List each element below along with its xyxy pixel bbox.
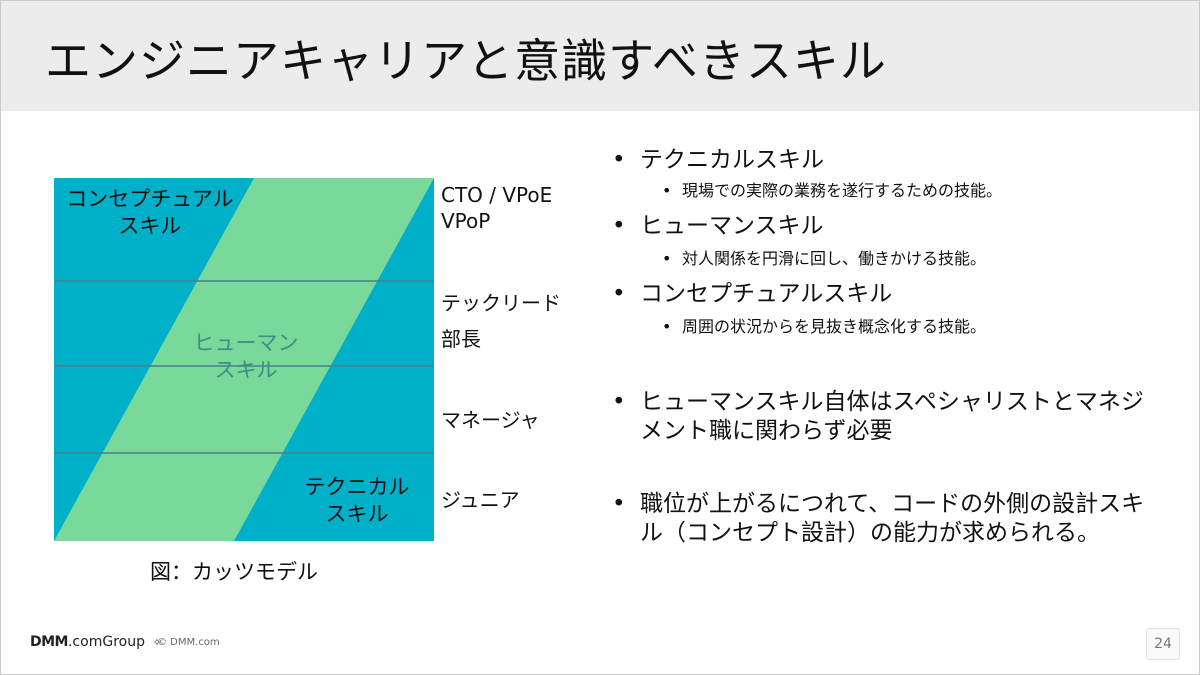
page-number: 24 — [1146, 628, 1180, 660]
katz-model-graphic — [54, 178, 434, 541]
diagram-caption: 図：カッツモデル — [150, 560, 318, 584]
bullet-dot-icon: • — [662, 181, 672, 200]
logo-dmm-text: DMM — [30, 634, 68, 650]
bullet-text: ヒューマンスキル — [640, 213, 824, 239]
bullet-dot-icon: • — [612, 147, 626, 173]
technical-skill-label: テクニカルスキル — [304, 475, 410, 526]
katz-model-diagram: コンセプチュアルスキル ヒューマンスキル テクニカルスキル — [54, 178, 434, 541]
dmm-group-logo: DMM.comGroup ✧ — [30, 634, 162, 650]
human-skill-band — [54, 178, 434, 541]
bullet-dot-icon: • — [612, 281, 626, 307]
conceptual-skill-label: コンセプチュアルスキル — [66, 187, 234, 238]
logo-group-text: Group — [102, 634, 145, 650]
sub-bullet-text: 現場での実際の業務を遂行するための技能。 — [682, 181, 1003, 200]
note-text: 職位が上がるにつれて、コードの外側の設計スキル（コンセプト設計）の能力が求められ… — [640, 491, 1145, 546]
bullet-dot-icon: • — [662, 317, 672, 336]
role-manager: マネージャ — [441, 408, 540, 432]
role-cto-vpoe: CTO / VPoE — [441, 183, 553, 207]
bullet-text: コンセプチュアルスキル — [640, 281, 893, 307]
logo-com-text: .com — [67, 634, 103, 650]
bullet-dot-icon: • — [612, 491, 626, 517]
logo-mark-icon: ✧ — [152, 636, 162, 649]
bullet-dot-icon: • — [662, 249, 672, 268]
role-vpop: VPoP — [441, 209, 491, 233]
note-text: ヒューマンスキル自体はスペシャリストとマネジメント職に関わらず必要 — [640, 389, 1144, 444]
sub-bullet-text: 周囲の状況からを見抜き概念化する技能。 — [682, 317, 987, 336]
human-skill-label: ヒューマンスキル — [193, 331, 299, 382]
slide-header: エンジニアキャリアと意識すべきスキル — [1, 1, 1199, 111]
role-tech-lead: テックリード — [441, 291, 561, 315]
role-department-head: 部長 — [441, 327, 481, 351]
slide-title: エンジニアキャリアと意識すべきスキル — [45, 34, 887, 88]
role-junior: ジュニア — [441, 488, 520, 512]
bullet-dot-icon: • — [612, 389, 626, 415]
bullet-dot-icon: • — [612, 213, 626, 239]
bullet-text: テクニカルスキル — [640, 147, 824, 173]
sub-bullet-text: 対人関係を円滑に回し、働きかける技能。 — [682, 249, 987, 268]
copyright-text: © DMM.com — [157, 637, 220, 648]
